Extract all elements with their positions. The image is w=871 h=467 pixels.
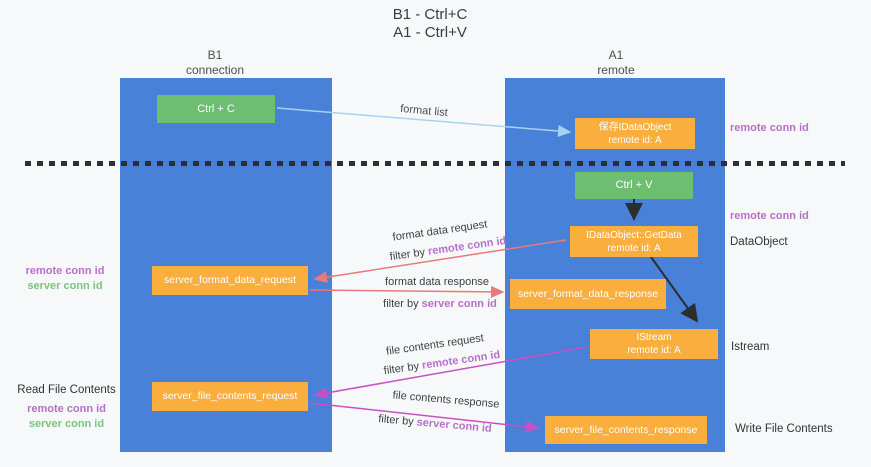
save-idataobject-line1: 保存IDataObject (598, 121, 672, 133)
filter-by-text: filter by (383, 298, 422, 310)
save-idataobject-box: 保存IDataObject remote id: A (575, 118, 695, 149)
column-header-a1: A1 remote (556, 48, 676, 78)
server-conn-id-text: server conn id (421, 298, 497, 310)
remote-conn-id-annotation-left: remote conn id (25, 265, 105, 277)
ctrl-c-label: Ctrl + C (197, 102, 235, 115)
server-format-data-request-box: server_format_data_request (152, 266, 308, 295)
getdata-line2: remote id: A (607, 242, 661, 254)
server-file-contents-request-box: server_file_contents_request (152, 382, 308, 411)
istream-box: IStream remote id: A (590, 329, 718, 359)
column-b1-name: B1 (207, 48, 223, 62)
server-format-data-response-box: server_format_data_response (510, 279, 666, 309)
format-data-response-label: format data response (385, 276, 489, 288)
remote-conn-id-annotation-bottom: remote conn id (27, 403, 106, 415)
format-data-request-arrow (313, 239, 567, 284)
server-conn-id-annotation-bottom: server conn id (28, 418, 105, 430)
format-data-response-arrow (309, 285, 505, 298)
ctrl-v-label: Ctrl + V (615, 179, 653, 191)
istream-line1: IStream (636, 332, 672, 343)
title-line-1: B1 - Ctrl+C (392, 6, 468, 23)
session-divider-line (25, 161, 845, 166)
getdata-line1: IDataObject::GetData (586, 229, 682, 241)
server-format-data-request-label: server_format_data_request (164, 274, 296, 286)
server-conn-id-annotation-left: server conn id (27, 280, 103, 292)
getdata-to-istream-arrow (650, 256, 699, 323)
read-file-contents-stack: Read File Contents remote conn id server… (14, 383, 119, 432)
column-a1-subtitle: remote (597, 63, 635, 77)
column-a1-name: A1 (608, 48, 624, 62)
server-file-contents-response-label: server_file_contents_response (554, 423, 698, 436)
read-file-contents-annotation: Read File Contents (17, 384, 116, 396)
server-format-data-response-label: server_format_data_response (517, 287, 659, 300)
left-conn-id-stack: remote conn id server conn id (20, 264, 110, 294)
dataobject-annotation: DataObject (730, 236, 788, 248)
server-file-contents-request-label: server_file_contents_request (162, 390, 298, 402)
format-list-arrow (276, 107, 572, 138)
title-line-2: A1 - Ctrl+V (393, 24, 467, 41)
file-contents-response-arrow (309, 402, 540, 433)
diagram-title: B1 - Ctrl+C A1 - Ctrl+V (0, 6, 860, 42)
format-response-filter-label: filter by server conn id (383, 298, 497, 310)
column-header-b1: B1 connection (155, 48, 275, 78)
write-file-contents-annotation: Write File Contents (735, 423, 833, 435)
idataobject-getdata-box: IDataObject::GetData remote id: A (570, 226, 698, 257)
istream-line2: remote id: A (627, 345, 681, 356)
ctrl-c-box: Ctrl + C (157, 95, 275, 123)
remote-conn-id-annotation-mid: remote conn id (730, 210, 809, 222)
server-file-contents-response-box: server_file_contents_response (545, 416, 707, 444)
save-idataobject-line2: remote id: A (608, 134, 662, 146)
ctrl-v-box: Ctrl + V (575, 172, 693, 199)
file-contents-request-arrow (313, 346, 588, 399)
istream-annotation: Istream (731, 341, 770, 353)
column-b1-subtitle: connection (185, 63, 245, 77)
remote-conn-id-annotation-top: remote conn id (730, 122, 809, 134)
